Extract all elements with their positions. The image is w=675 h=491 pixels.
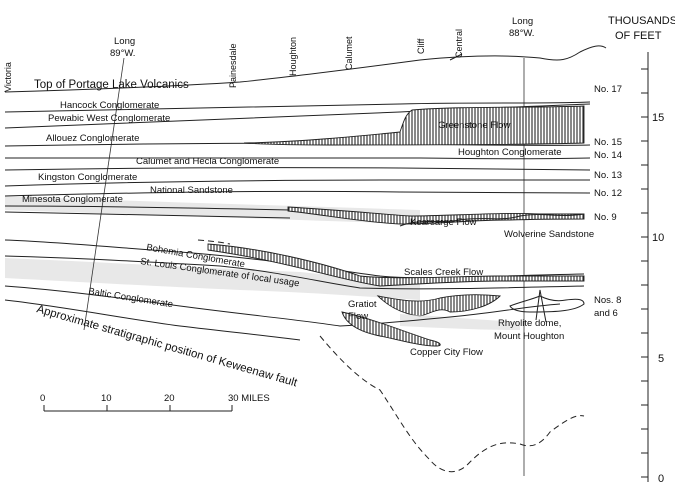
greenstone-flow (243, 105, 585, 146)
place-long89-a: Long (114, 36, 135, 47)
central-fault-tick (449, 53, 463, 61)
axis-tick-15: 15 (652, 112, 664, 124)
place-houghton: Houghton (288, 37, 298, 76)
rhyolite-dome (509, 295, 585, 313)
label-gratiot-1: Gratiot (348, 299, 377, 310)
label-no86-a: Nos. 8 (594, 295, 621, 306)
gratiot-shade (400, 314, 520, 330)
kearsarge-wave (399, 213, 585, 227)
axis-tick-0: 0 (658, 473, 664, 485)
label-wolverine: Wolverine Sandstone (504, 229, 594, 240)
label-no14: No. 14 (594, 150, 622, 161)
axis-title-line2: OF FEET (615, 30, 662, 42)
baltic-conglomerate-line (4, 285, 561, 327)
place-long89-b: 89°W. (110, 48, 135, 59)
label-no13: No. 13 (594, 170, 622, 181)
place-calumet: Calumet (344, 36, 354, 70)
shaded-band-upper (5, 196, 420, 224)
label-gratiot-2: Flow (348, 311, 368, 322)
kearsarge-flow (287, 206, 585, 225)
scales-creek-dashes (197, 239, 231, 245)
label-rhyolite-2: Mount Houghton (494, 331, 564, 342)
calumet-and-hecla-line (4, 167, 591, 171)
st-louis-conglomerate-line (4, 255, 585, 290)
kingston-conglomerate-line (4, 179, 590, 187)
label-kingston: Kingston Conglomerate (38, 172, 137, 183)
axis-tick-10: 10 (652, 232, 664, 244)
scale-tick-20: 20 (164, 393, 175, 404)
axis-title-line1: THOUSANDS (608, 15, 675, 27)
label-no9: No. 9 (594, 212, 617, 223)
label-houghton-conglomerate: Houghton Conglomerate (458, 147, 562, 158)
label-no17: No. 17 (594, 84, 622, 95)
top-of-portage-lake-volcanics-line (4, 45, 607, 93)
keweenaw-fault-dashed (319, 335, 585, 473)
axis-tick-5: 5 (658, 353, 664, 365)
label-no12: No. 12 (594, 188, 622, 199)
place-central: Central (454, 29, 464, 58)
scales-creek-flow (207, 243, 585, 287)
label-calumet-hecla: Calumet and Hecla Conglomerate (136, 156, 279, 167)
label-copper-city: Copper City Flow (410, 347, 483, 358)
scale-tick-10: 10 (101, 393, 112, 404)
scale-tick-30: 30 MILES (228, 393, 270, 404)
copper-city-flow (341, 311, 441, 347)
label-scales-creek: Scales Creek Flow (404, 267, 483, 278)
houghton-conglomerate-line (4, 157, 591, 160)
hancock-conglomerate-line (4, 101, 591, 113)
place-victoria: Victoria (3, 62, 13, 92)
label-hancock: Hancock Conglomerate (60, 100, 159, 111)
label-no15: No. 15 (594, 137, 622, 148)
place-long88-a: Long (512, 16, 533, 27)
label-rhyolite-1: Rhyolite dome, (498, 318, 561, 329)
label-baltic: Baltic Conglomerate (88, 286, 174, 310)
rhyolite-spike (535, 289, 547, 323)
scale-tick-0: 0 (40, 393, 45, 404)
label-allouez: Allouez Conglomerate (46, 133, 139, 144)
label-pewabic: Pewabic West Conglomerate (48, 113, 170, 124)
label-minesota: Minesota Conglomerate (22, 194, 123, 205)
baltic-lower-line (4, 299, 301, 341)
label-greenstone: Greenstone Flow (438, 120, 510, 131)
label-national: National Sandstone (150, 185, 233, 196)
pewabic-west-conglomerate-line (4, 103, 591, 129)
label-no86-b: and 6 (594, 308, 618, 319)
national-sandstone-line (4, 190, 591, 197)
place-cliff: Cliff (416, 38, 426, 54)
label-kearsarge: Kearsarge Flow (410, 217, 477, 228)
shaded-band-lower (5, 258, 420, 300)
label-top-portage: Top of Portage Lake Volcanics (34, 79, 189, 91)
place-long88-b: 88°W. (509, 28, 534, 39)
lower-minesota-line (4, 211, 291, 219)
minesota-conglomerate-line (4, 205, 291, 211)
place-painesdale: Painesdale (228, 43, 238, 88)
